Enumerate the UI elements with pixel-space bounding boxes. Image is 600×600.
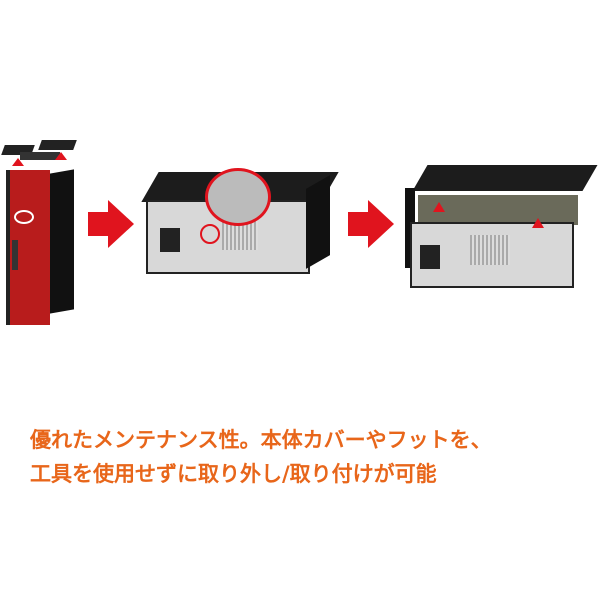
lift-arrow-2 (532, 218, 544, 228)
front-ports (12, 240, 18, 270)
up-arrow-right (55, 152, 67, 160)
cover-lifted (412, 165, 598, 191)
chassis-side (306, 175, 330, 269)
caption-line-2: 工具を使用せずに取り外し/取り付けが可能 (30, 462, 437, 486)
fujitsu-logo (14, 210, 34, 224)
foot-mid (20, 152, 60, 160)
power-supply (160, 228, 180, 252)
caption-line-1: 優れたメンテナンス性。本体カバーやフットを、 (30, 428, 492, 452)
lift-arrow-1 (433, 202, 445, 212)
rear-grille-open (470, 235, 510, 265)
zoom-callout-circle (205, 168, 271, 226)
power-supply-open (420, 245, 440, 269)
up-arrow-left (12, 158, 24, 166)
foot-right (38, 140, 77, 150)
thumbscrew-callout (200, 224, 220, 244)
